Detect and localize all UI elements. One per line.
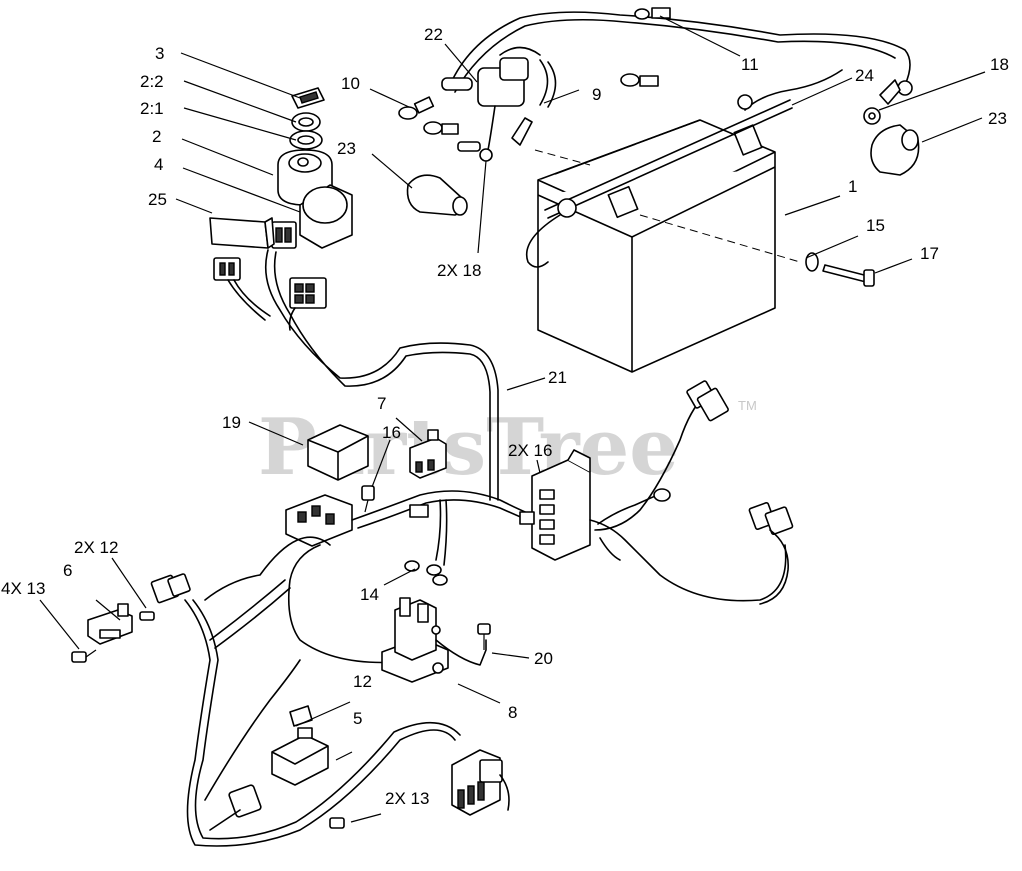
battery-bolt-axis: [639, 214, 801, 263]
ring-terminal-10[interactable]: [398, 96, 435, 120]
connector-left: [150, 573, 191, 604]
callout-12: 12: [353, 672, 372, 691]
callout-2-1: 2:1: [140, 99, 164, 118]
connector-right-upper: [686, 380, 729, 422]
cable-9: [539, 59, 557, 108]
ring-terminal-9[interactable]: [620, 73, 659, 87]
callout-18-2x: 2X 18: [437, 261, 481, 280]
callout-16: 16: [382, 423, 401, 442]
cable-terminal-24: [897, 80, 913, 96]
battery-strap: [544, 99, 793, 219]
callout-10: 10: [341, 74, 360, 93]
connector-block-4: [271, 221, 297, 249]
callout-17: 17: [920, 244, 939, 263]
callout-15: 15: [866, 216, 885, 235]
callout-5: 5: [353, 709, 362, 728]
callout-23-center: 23: [337, 139, 356, 158]
callout-22: 22: [424, 25, 443, 44]
callout-9: 9: [592, 85, 601, 104]
switch-7[interactable]: [409, 429, 447, 479]
connector-lower-right: [451, 749, 503, 816]
callout-8: 8: [508, 703, 517, 722]
callout-18: 18: [990, 55, 1009, 74]
cover-25[interactable]: [209, 217, 275, 249]
seat-switch-5[interactable]: [271, 727, 329, 786]
fuse-block[interactable]: [285, 494, 353, 547]
callout-21: 21: [548, 368, 567, 387]
washer-15[interactable]: [805, 252, 819, 272]
screw-13-left[interactable]: [71, 649, 97, 663]
callout-3: 3: [155, 44, 164, 63]
callout-13-4x: 4X 13: [1, 579, 45, 598]
negative-cable: [449, 11, 911, 86]
hour-meter-4[interactable]: [299, 184, 353, 249]
connector-upper-right: [289, 277, 327, 309]
callout-13-2x: 2X 13: [385, 789, 429, 808]
spacer-12-left[interactable]: [139, 611, 155, 621]
callout-16-2x: 2X 16: [508, 441, 552, 460]
starter-solenoid-8[interactable]: [381, 597, 449, 683]
callout-1: 1: [848, 177, 857, 196]
callout-12-2x: 2X 12: [74, 538, 118, 557]
callout-6: 6: [63, 561, 72, 580]
connector-upper-left: [213, 257, 241, 281]
ring-terminal-11[interactable]: [634, 7, 671, 20]
callout-4: 4: [154, 155, 163, 174]
leader-lines: [39, 15, 986, 823]
lower-harness: [184, 579, 461, 847]
callout-25: 25: [148, 190, 167, 209]
upper-harness: [264, 249, 499, 501]
callout-14: 14: [360, 585, 379, 604]
screw-16[interactable]: [361, 485, 375, 513]
cable-end-22: [441, 77, 473, 91]
terminal-boot-23-right[interactable]: [870, 124, 920, 176]
positive-cable: [744, 69, 843, 111]
terminal-boot-23-center[interactable]: [406, 174, 468, 216]
nut-18-left[interactable]: [479, 148, 493, 162]
callout-2-2: 2:2: [140, 72, 164, 91]
callout-labels: 1 2 2:1 2:2 3 4 5 6 7 8 9 10 11 2X 12 12…: [1, 25, 1009, 808]
screw-13-lower[interactable]: [329, 817, 345, 829]
switch-6[interactable]: [87, 603, 133, 645]
connector-right-lower: [748, 502, 794, 535]
fuse-connector-block-16[interactable]: [531, 449, 591, 561]
callout-11: 11: [741, 55, 759, 74]
main-harness: [204, 394, 787, 664]
terminal-lug: [511, 117, 533, 146]
washer-2-1[interactable]: [289, 130, 323, 150]
cable-terminal-battery: [737, 94, 753, 110]
battery[interactable]: [537, 119, 776, 373]
relay-19[interactable]: [307, 424, 369, 481]
bolt-20[interactable]: [477, 623, 491, 650]
callout-19: 19: [222, 413, 241, 432]
callout-2: 2: [152, 127, 161, 146]
nut-18-right[interactable]: [863, 107, 881, 125]
key-3[interactable]: [291, 87, 325, 109]
strap-clamp: [557, 198, 577, 218]
callout-7: 7: [377, 394, 386, 413]
switch-nut-2-2[interactable]: [291, 112, 321, 132]
battery-hook: [526, 214, 561, 268]
ring-terminal-10b[interactable]: [423, 121, 459, 135]
ring-terminal-right: [653, 488, 671, 502]
callout-24: 24: [855, 66, 874, 85]
ground-terminals-14[interactable]: [404, 560, 448, 586]
watermark-trademark: TM: [738, 398, 757, 413]
connector-lower-left: [228, 784, 262, 818]
bolt-17[interactable]: [822, 264, 875, 287]
callout-20: 20: [534, 649, 553, 668]
callout-23-right: 23: [988, 109, 1007, 128]
bracket-12[interactable]: [289, 705, 313, 727]
